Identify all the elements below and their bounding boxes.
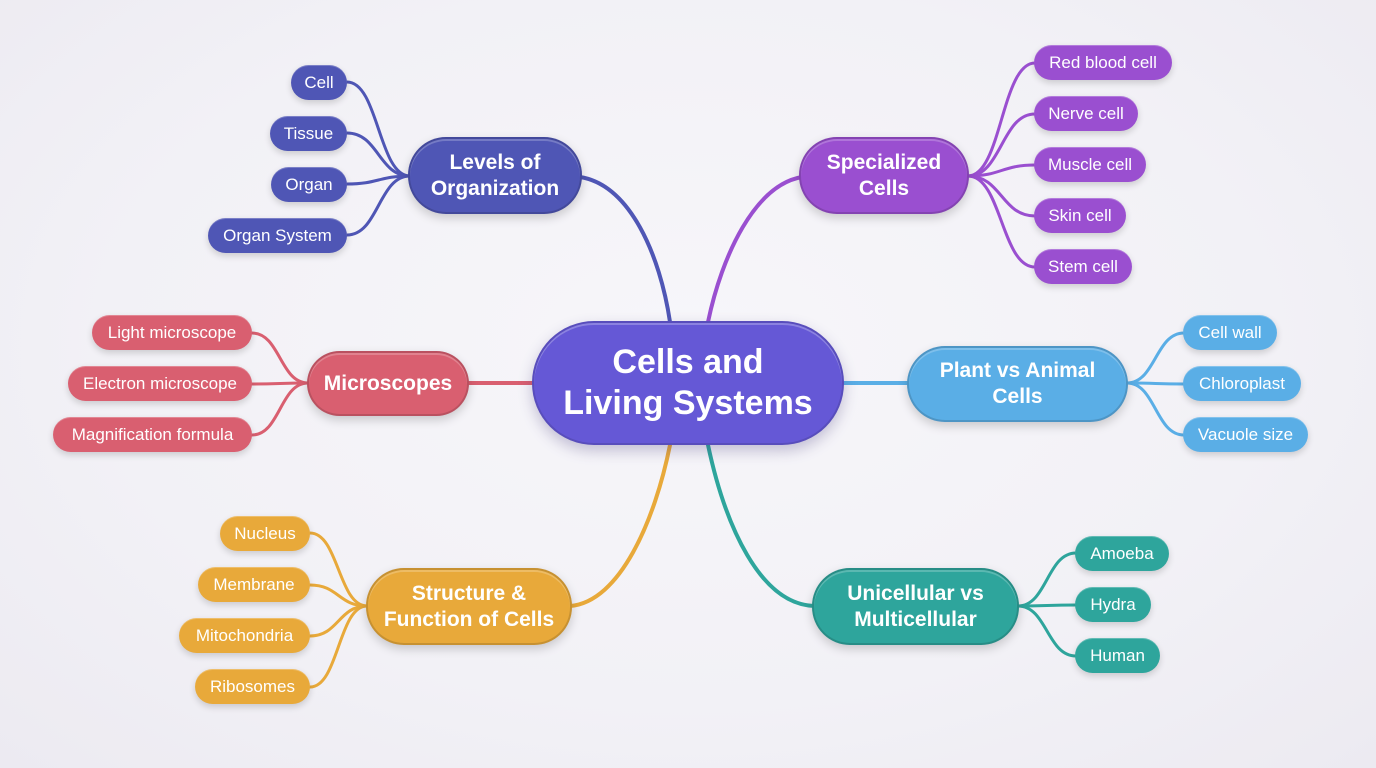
leaf-connector (345, 131, 412, 178)
branch-label-line-1: Structure & (411, 581, 527, 605)
leaf-mitochondria: Mitochondria (179, 618, 310, 653)
leaf-connector (966, 174, 1037, 269)
central-topic-line-2: Living Systems (563, 384, 813, 422)
leaf-muscle-cell: Muscle cell (1034, 147, 1146, 182)
branch-label-line-1: Unicellular vs (847, 581, 984, 605)
leaf-connector (1125, 381, 1186, 437)
leaf-connector (966, 61, 1037, 178)
leaf-connector (250, 331, 310, 385)
leaf-cell-wall: Cell wall (1183, 315, 1277, 350)
leaf-hydra: Hydra (1075, 587, 1151, 622)
leaf-skin-cell: Skin cell (1034, 198, 1126, 233)
leaf-connector (966, 174, 1037, 218)
leaf-connector (1016, 603, 1078, 608)
branch-label-line-2: Organization (430, 176, 560, 200)
leaf-electron-microscope: Electron microscope (68, 366, 252, 401)
leaf-vacuole-size: Vacuole size (1183, 417, 1308, 452)
leaf-magnification-formula: Magnification formula (53, 417, 252, 452)
leaf-connector (308, 531, 369, 608)
branch-label-line-2: Cells (992, 385, 1043, 408)
leaf-connector (345, 80, 412, 178)
branch-microscopes: Microscopes (307, 351, 469, 416)
branch-structure-and-function: Structure &Function of Cells (366, 568, 572, 645)
branch-label-line-1: Plant vs Animal (939, 359, 1096, 382)
branch-label-line-1: Specialized (826, 150, 942, 174)
trunk-connector (706, 443, 817, 608)
trunk-connector (568, 443, 672, 608)
branch-label-line-1: Microscopes (323, 371, 453, 395)
leaf-nerve-cell: Nerve cell (1034, 96, 1138, 131)
branch-label-line-2: Function of Cells (383, 607, 555, 631)
leaf-stem-cell: Stem cell (1034, 249, 1132, 284)
leaf-tissue: Tissue (270, 116, 347, 151)
leaf-nucleus: Nucleus (220, 516, 310, 551)
leaf-connector (1016, 604, 1078, 658)
leaf-chloroplast: Chloroplast (1183, 366, 1301, 401)
branch-label-line-2: Cells (858, 176, 910, 200)
leaf-connector (308, 604, 369, 689)
leaf-connector (345, 174, 412, 237)
branch-label-line-2: Multicellular (854, 607, 977, 631)
leaf-connector (250, 381, 310, 437)
trunk-connector (578, 175, 672, 324)
leaf-membrane: Membrane (198, 567, 310, 602)
leaf-connector (1016, 551, 1078, 608)
trunk-connector (706, 175, 804, 324)
leaf-light-microscope: Light microscope (92, 315, 252, 350)
central-topic: Cells and Living Systems (532, 321, 844, 445)
leaf-organ-system: Organ System (208, 218, 347, 253)
leaf-connector (966, 112, 1037, 178)
leaf-red-blood-cell: Red blood cell (1034, 45, 1172, 80)
branch-label-line-1: Levels of (449, 150, 541, 174)
leaf-connector (1125, 331, 1186, 385)
leaf-amoeba: Amoeba (1075, 536, 1169, 571)
central-topic-line-1: Cells and (612, 343, 764, 381)
leaf-human: Human (1075, 638, 1160, 673)
leaf-cell: Cell (291, 65, 347, 100)
leaf-ribosomes: Ribosomes (195, 669, 310, 704)
leaf-organ: Organ (271, 167, 347, 202)
